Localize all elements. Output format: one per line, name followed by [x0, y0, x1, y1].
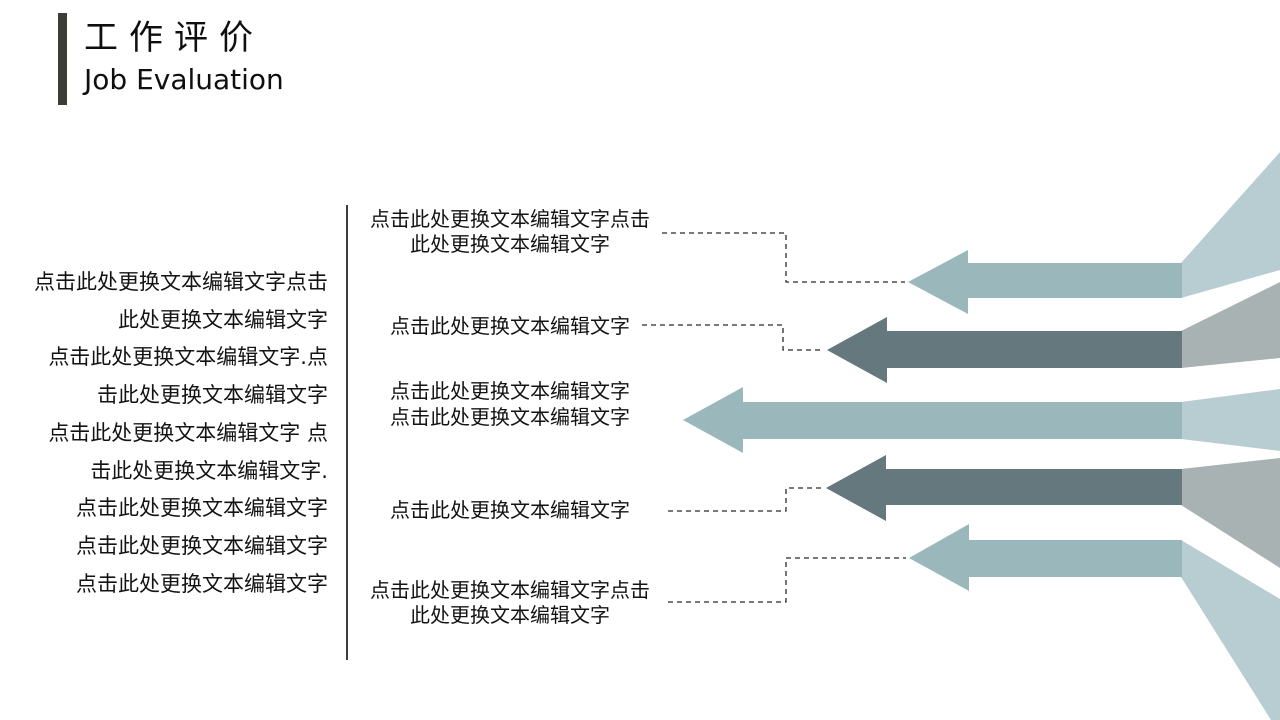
wedge-3-shape: [1181, 389, 1280, 451]
paragraph-line: 点击此处更换文本编辑文字: [76, 496, 328, 521]
label-placeholder-5[interactable]: 点击此处更换文本编辑文字点击 此处更换文本编辑文字: [358, 578, 662, 628]
paragraph-line: 点击此处更换文本编辑文字.点: [48, 345, 328, 370]
paragraph-line: 此处更换文本编辑文字: [118, 307, 328, 332]
arrow-5-shape: [909, 524, 1182, 591]
slide-title-en: Job Evaluation: [84, 63, 284, 96]
label-line: 点击此处更换文本编辑文字点击: [370, 578, 650, 602]
arrow-2-shape: [827, 317, 1182, 383]
vertical-divider: [346, 205, 348, 660]
paragraph-line: 击此处更换文本编辑文字.: [90, 458, 328, 483]
label-line: 点击此处更换文本编辑文字: [390, 498, 630, 522]
paragraph-line: 击此处更换文本编辑文字: [97, 383, 328, 408]
label-line: 点击此处更换文本编辑文字: [390, 314, 630, 338]
paragraph-line: 点击此处更换文本编辑文字: [76, 571, 328, 596]
label-placeholder-4[interactable]: 点击此处更换文本编辑文字: [358, 498, 662, 523]
label-line: 此处更换文本编辑文字: [410, 603, 610, 627]
wedge-1-shape: [1181, 152, 1280, 298]
connector-1-line: [662, 232, 905, 283]
label-line: 点击此处更换文本编辑文字: [390, 405, 630, 429]
left-text-placeholder[interactable]: 点击此处更换文本编辑文字点击 此处更换文本编辑文字 点击此处更换文本编辑文字.点…: [28, 264, 328, 603]
label-placeholder-2[interactable]: 点击此处更换文本编辑文字: [358, 314, 662, 339]
label-placeholder-3[interactable]: 点击此处更换文本编辑文字 点击此处更换文本编辑文字: [358, 378, 662, 430]
paragraph-line: 点击此处更换文本编辑文字 点: [48, 420, 328, 445]
label-placeholder-1[interactable]: 点击此处更换文本编辑文字点击 此处更换文本编辑文字: [358, 207, 662, 257]
arrow-3-shape: [683, 387, 1182, 453]
label-line: 此处更换文本编辑文字: [410, 232, 610, 256]
slide-title-zh: 工作评价: [84, 18, 264, 58]
connector-2-line: [642, 324, 824, 351]
paragraph-line: 点击此处更换文本编辑文字点击: [34, 270, 328, 294]
label-line: 点击此处更换文本编辑文字点击: [370, 207, 650, 231]
connector-4-line: [668, 487, 823, 512]
connector-5-line: [668, 557, 906, 603]
arrow-4-shape: [826, 455, 1182, 521]
wedge-4-shape: [1181, 458, 1280, 568]
paragraph-line: 点击此处更换文本编辑文字: [76, 533, 328, 558]
wedge-5-shape: [1181, 540, 1280, 720]
label-line: 点击此处更换文本编辑文字: [390, 379, 630, 403]
arrow-1-shape: [908, 250, 1182, 314]
wedge-2-shape: [1181, 282, 1280, 368]
title-accent-bar: [58, 13, 67, 105]
